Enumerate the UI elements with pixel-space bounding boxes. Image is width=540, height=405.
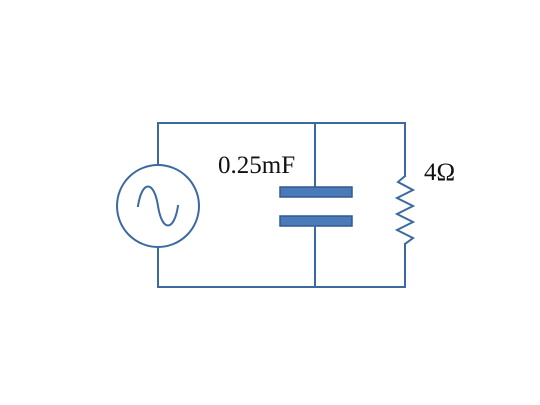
ac-source <box>116 164 200 248</box>
resistor <box>394 122 416 288</box>
capacitor-top-plate <box>279 186 353 198</box>
resistor-zigzag <box>394 174 416 246</box>
resistor-label: 4Ω <box>424 159 455 186</box>
capacitor-bottom-plate <box>279 215 353 227</box>
ac-source-circle <box>116 164 200 248</box>
capacitor-label: 0.25mF <box>218 152 295 179</box>
capacitor <box>279 122 353 288</box>
sine-wave-icon <box>136 185 180 227</box>
